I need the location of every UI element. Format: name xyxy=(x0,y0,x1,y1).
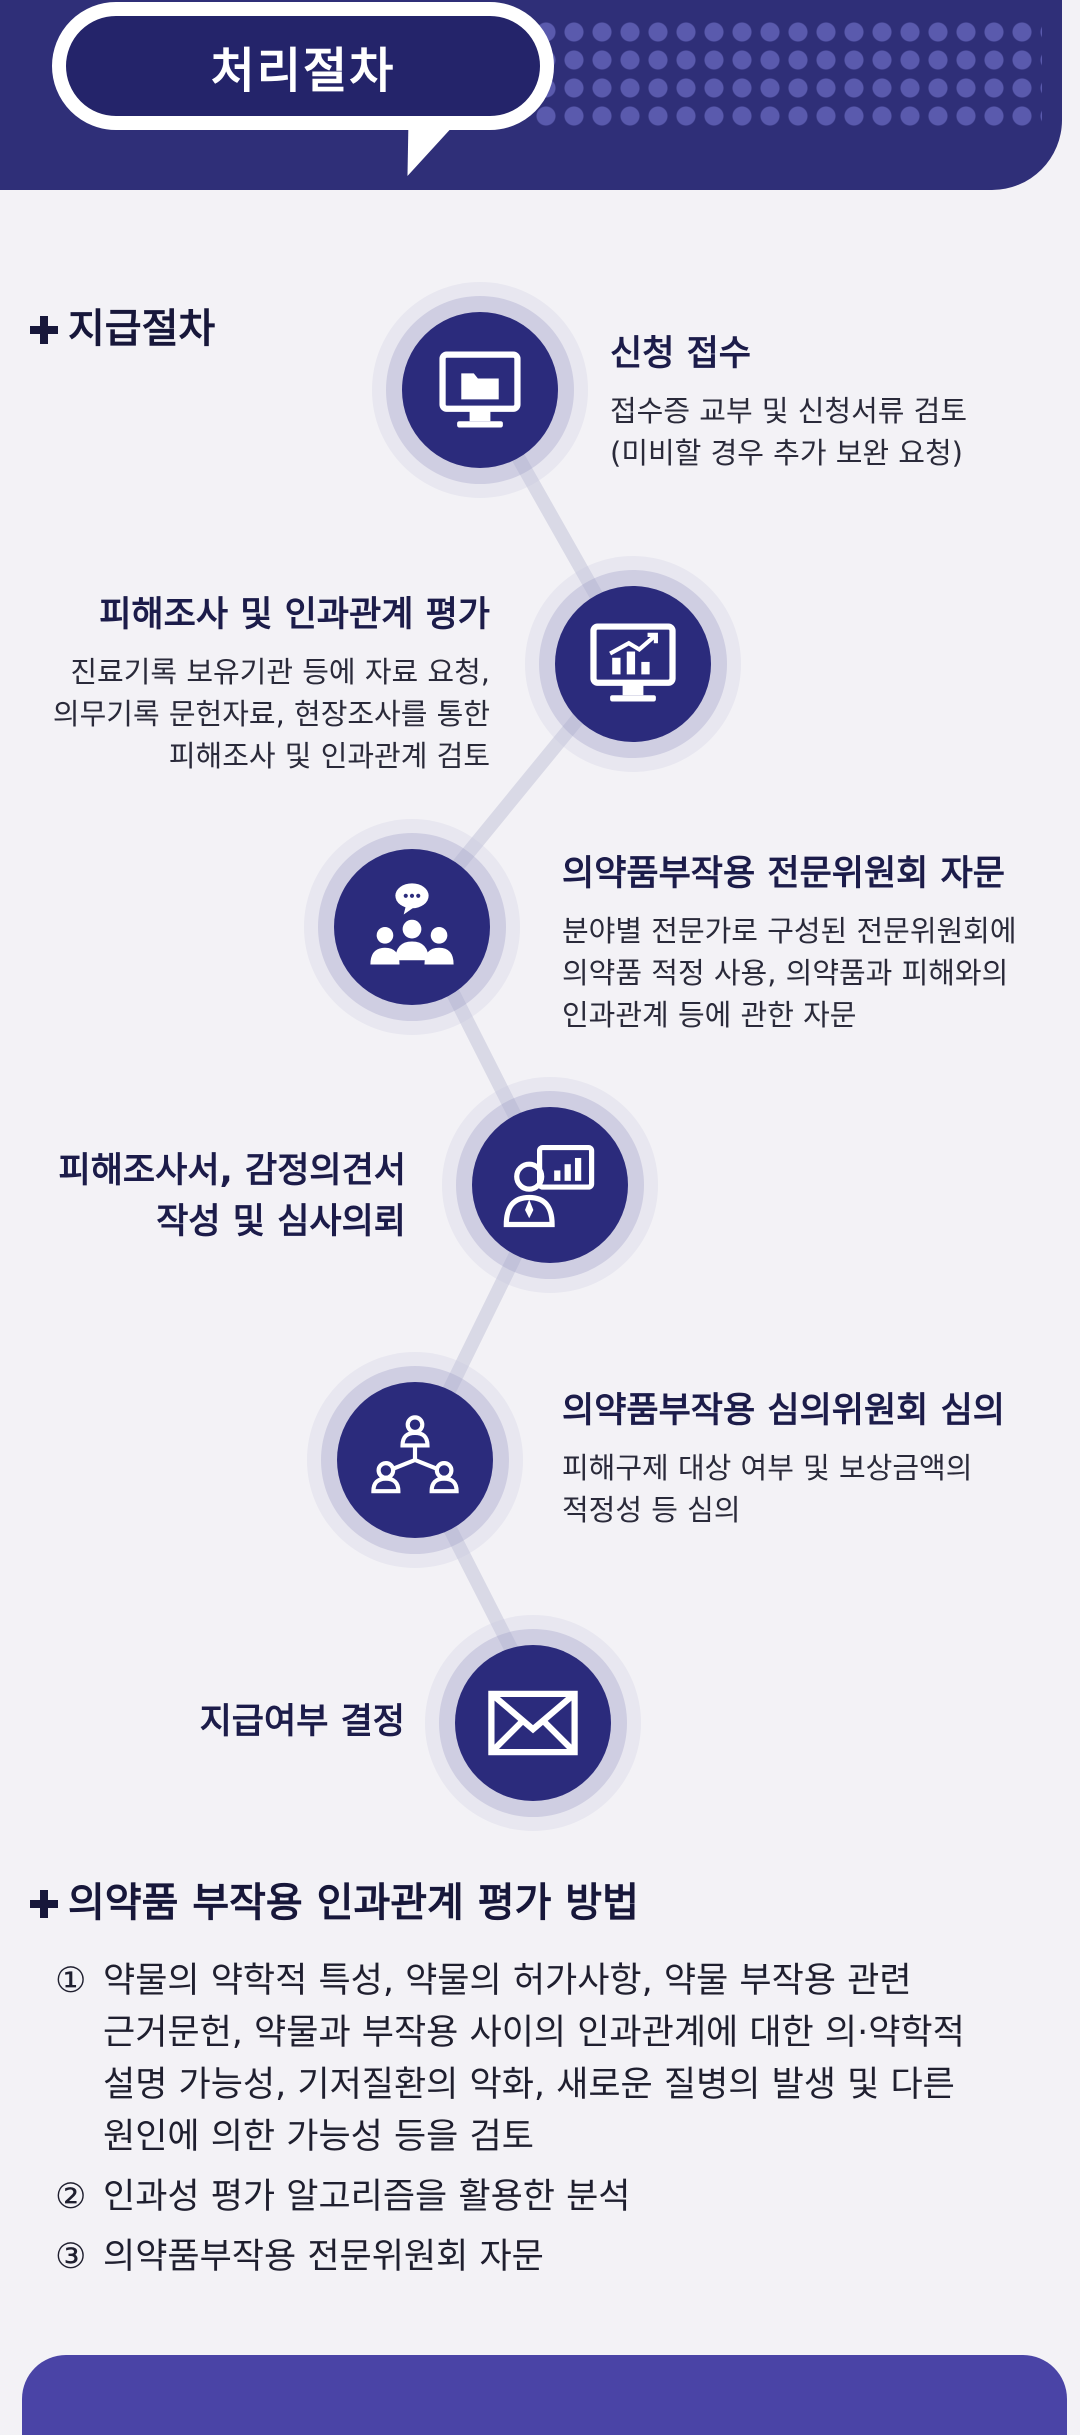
step-desc-line: 분야별 전문가로 구성된 전문위원회에 xyxy=(562,914,1017,948)
step-desc-line: (미비할 경우 추가 보완 요청) xyxy=(610,436,963,470)
meeting-people-icon xyxy=(370,883,454,965)
header-dot-pattern xyxy=(532,18,1042,128)
list-number: ① xyxy=(55,1961,87,2001)
step-4-circle xyxy=(472,1107,628,1263)
step-3-circle xyxy=(334,849,490,1005)
step-title: 지급여부 결정 xyxy=(199,1702,405,1742)
list-number: ② xyxy=(55,2177,87,2217)
section-heading-causality-method: 의약품 부작용 인과관계 평가 방법 xyxy=(30,1870,639,1928)
step-5-text: 의약품부작용 심의위원회 심의 피해구제 대상 여부 및 보상금액의 적정성 등… xyxy=(562,1382,1005,1531)
step-desc-line: 접수증 교부 및 신청서류 검토 xyxy=(610,394,968,428)
step-6-text: 지급여부 결정 xyxy=(100,1693,405,1744)
list-line: 근거문헌, 약물과 부작용 사이의 인과관계에 대한 의·약학적 xyxy=(103,2013,965,2053)
step-title: 의약품부작용 전문위원회 자문 xyxy=(562,854,1005,894)
footer-band xyxy=(22,2355,1067,2435)
list-line: 설명 가능성, 기저질환의 악화, 새로운 질병의 발생 및 다른 xyxy=(103,2065,955,2105)
step-title: 신청 접수 xyxy=(610,334,751,374)
step-title-line: 작성 및 심사의뢰 xyxy=(156,1202,406,1242)
step-desc-line: 피해구제 대상 여부 및 보상금액의 xyxy=(562,1451,973,1485)
causality-method-list: ① 약물의 약학적 특성, 약물의 허가사항, 약물 부작용 관련 근거문헌, … xyxy=(55,1955,1035,2283)
step-desc-line: 진료기록 보유기관 등에 자료 요청, xyxy=(70,655,490,689)
envelope-icon xyxy=(488,1690,578,1756)
step-title: 의약품부작용 심의위원회 심의 xyxy=(562,1391,1005,1431)
step-5-circle xyxy=(337,1382,493,1538)
list-item: ③ 의약품부작용 전문위원회 자문 xyxy=(55,2231,1035,2283)
step-desc-line: 의무기록 문헌자료, 현장조사를 통한 xyxy=(52,697,490,731)
step-1-text: 신청 접수 접수증 교부 및 신청서류 검토 (미비할 경우 추가 보완 요청) xyxy=(610,325,967,474)
step-4-text: 피해조사서, 감정의견서 작성 및 심사의뢰 xyxy=(20,1142,406,1244)
chart-monitor-icon xyxy=(590,623,676,702)
step-1-circle xyxy=(402,312,558,468)
step-title-line: 피해조사서, 감정의견서 xyxy=(58,1151,406,1191)
list-item: ① 약물의 약학적 특성, 약물의 허가사항, 약물 부작용 관련 근거문헌, … xyxy=(55,1955,1035,2163)
step-desc-line: 의약품 적정 사용, 의약품과 피해와의 xyxy=(562,956,1009,990)
list-line: 의약품부작용 전문위원회 자문 xyxy=(103,2237,544,2277)
step-desc-line: 피해조사 및 인과관계 검토 xyxy=(168,739,490,773)
folder-monitor-icon xyxy=(439,351,521,428)
step-2-circle xyxy=(555,586,711,742)
plus-icon xyxy=(30,1890,58,1918)
presenter-board-icon xyxy=(503,1144,595,1228)
list-item: ② 인과성 평가 알고리즘을 활용한 분석 xyxy=(55,2171,1035,2223)
section-heading-text: 의약품 부작용 인과관계 평가 방법 xyxy=(68,1880,639,1926)
step-title: 피해조사 및 인과관계 평가 xyxy=(99,595,490,635)
step-2-text: 피해조사 및 인과관계 평가 진료기록 보유기관 등에 자료 요청, 의무기록 … xyxy=(20,586,490,777)
section-heading-payment-procedure: 지급절차 xyxy=(30,296,215,354)
page-title: 처리절차 xyxy=(210,43,396,99)
step-desc-line: 인과관계 등에 관한 자문 xyxy=(562,998,857,1032)
list-line: 인과성 평가 알고리즘을 활용한 분석 xyxy=(103,2177,631,2217)
title-pill: 처리절차 xyxy=(52,2,554,130)
network-people-icon xyxy=(371,1415,459,1494)
step-6-circle xyxy=(455,1645,611,1801)
list-number: ③ xyxy=(55,2237,87,2277)
plus-icon xyxy=(30,316,58,344)
section-heading-text: 지급절차 xyxy=(68,306,216,352)
step-desc-line: 적정성 등 심의 xyxy=(562,1493,741,1527)
list-line: 약물의 약학적 특성, 약물의 허가사항, 약물 부작용 관련 xyxy=(103,1961,912,2001)
step-3-text: 의약품부작용 전문위원회 자문 분야별 전문가로 구성된 전문위원회에 의약품 … xyxy=(562,845,1017,1036)
list-line: 원인에 의한 가능성 등을 검토 xyxy=(103,2117,534,2157)
